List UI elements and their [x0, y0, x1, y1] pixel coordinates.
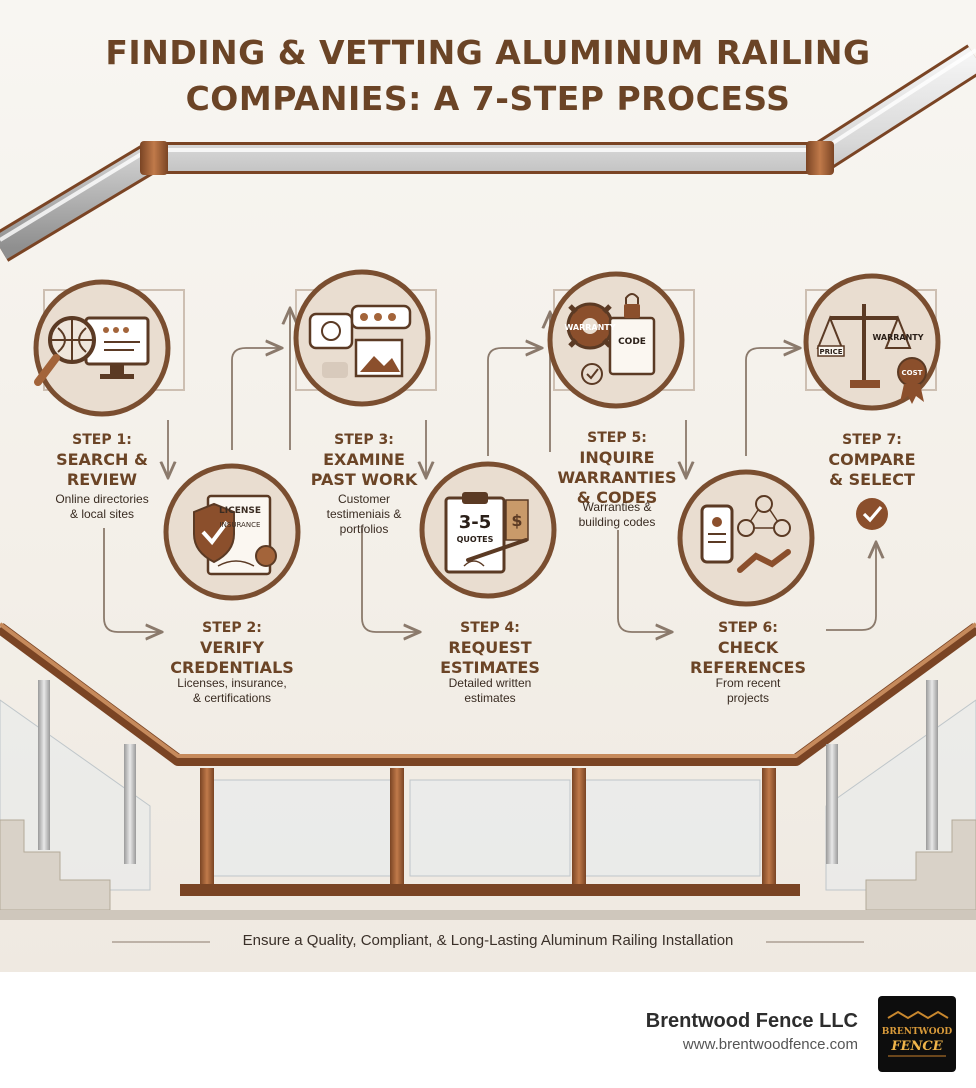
check-icon [856, 498, 888, 530]
step-number: STEP 6: [718, 620, 778, 636]
step-name: SEARCH & REVIEW [56, 450, 148, 489]
step-number: STEP 2: [202, 620, 262, 636]
license-text: LICENSE [219, 506, 261, 516]
references-handshake-icon [700, 495, 791, 573]
step-1-badge [33, 279, 171, 417]
quotes-text: QUOTES [457, 535, 494, 544]
step-7-title: STEP 7: COMPARE & SELECT [812, 430, 932, 490]
brand-url[interactable]: www.brentwoodfence.com [682, 1036, 858, 1053]
step-4-badge: $ 3-5 QUOTES [419, 461, 557, 599]
page-title: FINDING & VETTING ALUMINUM RAILING COMPA… [0, 30, 976, 122]
step-4-title: STEP 4: REQUEST ESTIMATES [420, 618, 560, 678]
title-line-1: FINDING & VETTING ALUMINUM RAILING [105, 33, 871, 72]
step-number: STEP 4: [460, 620, 520, 636]
top-handrail [0, 44, 976, 262]
price-text: PRICE [819, 348, 842, 356]
step-6-title: STEP 6: CHECK REFERENCES [678, 618, 818, 678]
scale-warranty-text: WARRANTY [872, 333, 923, 342]
step-6-description: From recent projects [715, 676, 781, 705]
step-name: CHECK REFERENCES [690, 638, 806, 677]
svg-text:$: $ [511, 511, 522, 530]
step-1-title: STEP 1: SEARCH & REVIEW [42, 430, 162, 490]
step-number: STEP 1: [72, 432, 132, 448]
warranty-text: WARRANTY [564, 323, 615, 332]
title-line-2: COMPANIES: A 7-STEP PROCESS [185, 79, 791, 118]
step-name: COMPARE & SELECT [828, 450, 916, 489]
warranty-code-icon: WARRANTY CODE [564, 293, 656, 385]
reviews-photos-icon [308, 304, 412, 378]
svg-text:BRENTWOOD: BRENTWOOD [882, 1027, 953, 1037]
step-2-badge: LICENSE INSURANCE [163, 463, 301, 601]
code-text: CODE [618, 337, 646, 347]
step-2-description: Licenses, insurance, & certifications [177, 676, 287, 705]
license-shield-icon: LICENSE INSURANCE [193, 494, 277, 576]
step-5-title: STEP 5: INQUIRE WARRANTIES & CODES [552, 428, 682, 508]
brand-name: Brentwood Fence LLC [645, 1010, 858, 1032]
cost-text: COST [902, 369, 923, 377]
step-name: EXAMINE PAST WORK [310, 450, 418, 489]
step-2-title: STEP 2: VERIFY CREDENTIALS [162, 618, 302, 678]
step-3-description: Customer testimeniais & portfolios [326, 492, 402, 536]
step-3-badge [293, 269, 431, 407]
step-4-description: Detailed written estimates [448, 676, 532, 705]
insurance-text: INSURANCE [220, 521, 261, 529]
brand-logo: BRENTWOOD FENCE [878, 996, 956, 1072]
step-7-badge: PRICE WARRANTY COST [803, 273, 941, 411]
flow-arrows [103, 310, 876, 632]
step-name: INQUIRE WARRANTIES & CODES [557, 448, 677, 507]
scale-compare-icon: PRICE WARRANTY COST [816, 304, 927, 404]
step-5-badge: WARRANTY CODE [547, 271, 685, 409]
bottom-railing [0, 622, 976, 943]
step-6-badge [677, 469, 815, 607]
step-3-title: STEP 3: EXAMINE PAST WORK [304, 430, 424, 490]
brand-bar [0, 972, 976, 1088]
step-name: REQUEST ESTIMATES [440, 638, 540, 677]
step-number: STEP 3: [334, 432, 394, 448]
footer-tagline: Ensure a Quality, Compliant, & Long-Last… [242, 932, 734, 949]
step-number: STEP 5: [587, 430, 647, 446]
quotes-clipboard-icon: $ 3-5 QUOTES [444, 492, 529, 574]
railing-illustration: LICENSE INSURANCE $ 3-5 QUOTES [0, 44, 976, 943]
step-1-description: Online directories & local sites [55, 492, 149, 521]
svg-text:FENCE: FENCE [890, 1039, 943, 1054]
quotes-count-text: 3-5 [459, 512, 492, 533]
step-name: VERIFY CREDENTIALS [170, 638, 294, 677]
step-5-description: Warranties & building codes [578, 500, 656, 529]
search-globe-monitor-icon [34, 316, 150, 386]
step-number: STEP 7: [842, 432, 902, 448]
